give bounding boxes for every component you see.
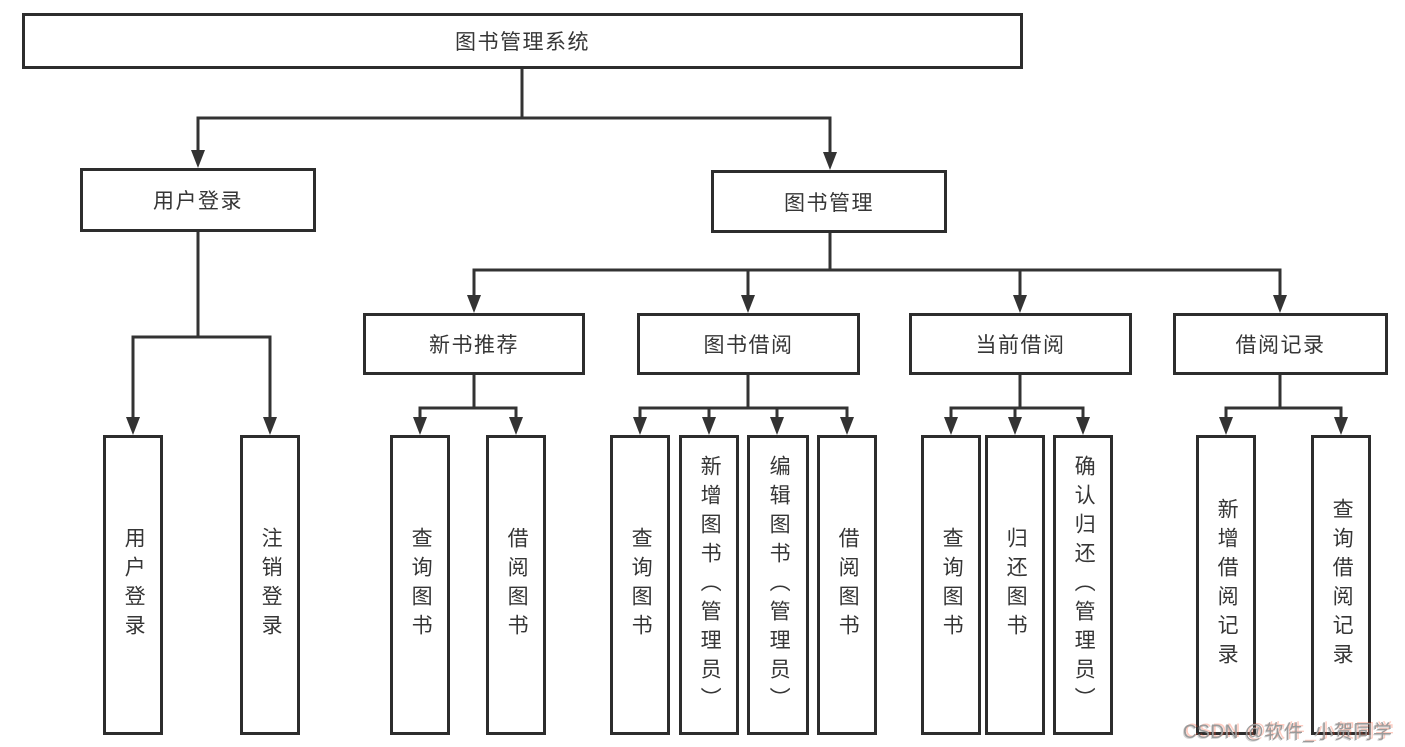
arrowhead-icon (1273, 295, 1287, 313)
arrowhead-icon (1076, 417, 1090, 435)
leaf-borrow-books-recommend: 借阅图书 (486, 435, 546, 735)
arrowhead-icon (191, 150, 205, 168)
leaf-query-books-borrow: 查询图书 (610, 435, 670, 735)
leaf-user-login: 用户登录 (103, 435, 163, 735)
arrowhead-icon (823, 152, 837, 170)
arrowhead-icon (741, 295, 755, 313)
node-current-borrow: 当前借阅 (909, 313, 1132, 375)
leaf-edit-book-admin: 编辑图书（管理员） (747, 435, 809, 735)
node-root-system: 图书管理系统 (22, 13, 1023, 69)
leaf-query-books-current: 查询图书 (921, 435, 981, 735)
arrowhead-icon (840, 417, 854, 435)
leaf-query-borrow-record: 查询借阅记录 (1311, 435, 1371, 735)
arrowhead-icon (944, 417, 958, 435)
leaf-query-books-recommend: 查询图书 (390, 435, 450, 735)
leaf-borrow-books: 借阅图书 (817, 435, 877, 735)
arrowhead-icon (1013, 295, 1027, 313)
arrowhead-icon (702, 417, 716, 435)
node-book-borrow: 图书借阅 (637, 313, 860, 375)
arrowhead-icon (1008, 417, 1022, 435)
arrowhead-icon (1334, 417, 1348, 435)
arrowhead-icon (126, 417, 140, 435)
arrowhead-icon (263, 417, 277, 435)
arrowhead-icon (633, 417, 647, 435)
node-borrow-records: 借阅记录 (1173, 313, 1388, 375)
leaf-add-borrow-record: 新增借阅记录 (1196, 435, 1256, 735)
node-new-book-recommend: 新书推荐 (363, 313, 585, 375)
arrowhead-icon (467, 295, 481, 313)
leaf-logout: 注销登录 (240, 435, 300, 735)
arrowhead-icon (509, 417, 523, 435)
arrowhead-icon (1219, 417, 1233, 435)
leaf-confirm-return-admin: 确认归还（管理员） (1053, 435, 1113, 735)
arrowhead-icon (413, 417, 427, 435)
arrowhead-icon (770, 417, 784, 435)
leaf-add-book-admin: 新增图书（管理员） (679, 435, 739, 735)
node-book-management: 图书管理 (711, 170, 947, 233)
node-user-login: 用户登录 (80, 168, 316, 232)
csdn-watermark: CSDN @软件_小贺同学 (1183, 722, 1393, 743)
leaf-return-books: 归还图书 (985, 435, 1045, 735)
